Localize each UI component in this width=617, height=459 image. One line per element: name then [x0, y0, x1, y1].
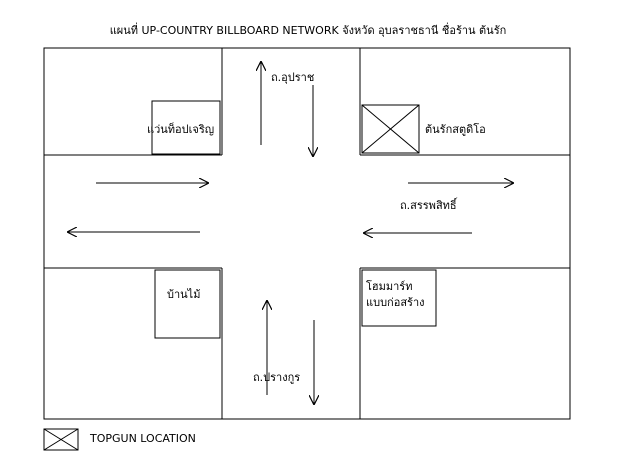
- legend-label: TOPGUN LOCATION: [89, 432, 196, 445]
- landmark-label-top-right: ต้นรักสตูดิโอ: [425, 122, 486, 136]
- topgun-location-marker: [361, 104, 420, 154]
- landmark-label-bottom-left: บ้านไม้: [167, 288, 200, 301]
- landmark-box-bottom-right: [361, 269, 437, 327]
- map-frame: [43, 47, 571, 420]
- map-title: แผนที่ UP-COUNTRY BILLBOARD NETWORK จังห…: [110, 22, 507, 37]
- landmark-label-bottom-right-line1: โฮมมาร์ท: [366, 279, 412, 293]
- landmark-box-top-left: [151, 100, 221, 155]
- road-label-east: ถ.สรรพสิทธิ์: [400, 197, 458, 212]
- landmark-box-bottom-left: [154, 269, 221, 339]
- legend-icon: [43, 428, 79, 451]
- road-label-north: ถ.อุปราช: [271, 71, 314, 84]
- landmark-label-top-left: แว่นท็อปเจริญ: [147, 122, 214, 136]
- road-label-south: ถ.ปรางกูร: [253, 371, 300, 384]
- landmark-label-bottom-right-line2: แบบก่อสร้าง: [366, 296, 425, 309]
